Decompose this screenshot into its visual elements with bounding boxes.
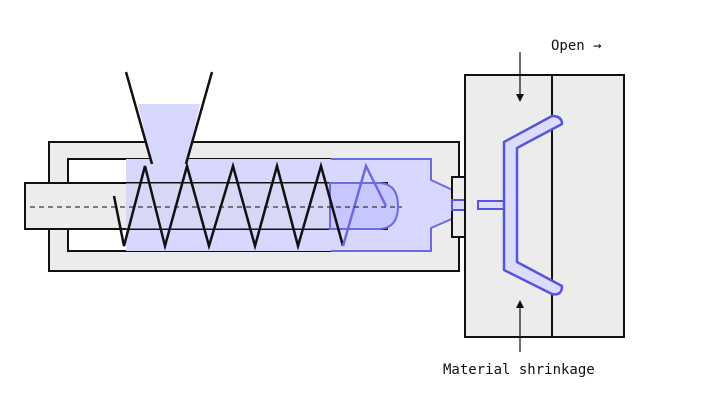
hopper-material [138,104,200,164]
hopper-left-wall [124,71,154,165]
shrink-arrow-bottom-head [516,300,524,308]
screw-flight-tip [341,162,388,247]
mold-plate-moving [551,74,625,338]
material-shrinkage-label: Material shrinkage [443,362,595,378]
hopper-right-wall [184,71,214,165]
molded-part-outline [502,114,564,296]
screw-tip [329,182,400,230]
open-label: Open → [551,38,602,54]
screw-flights [112,161,345,251]
shrink-arrow-top-head [516,94,524,102]
